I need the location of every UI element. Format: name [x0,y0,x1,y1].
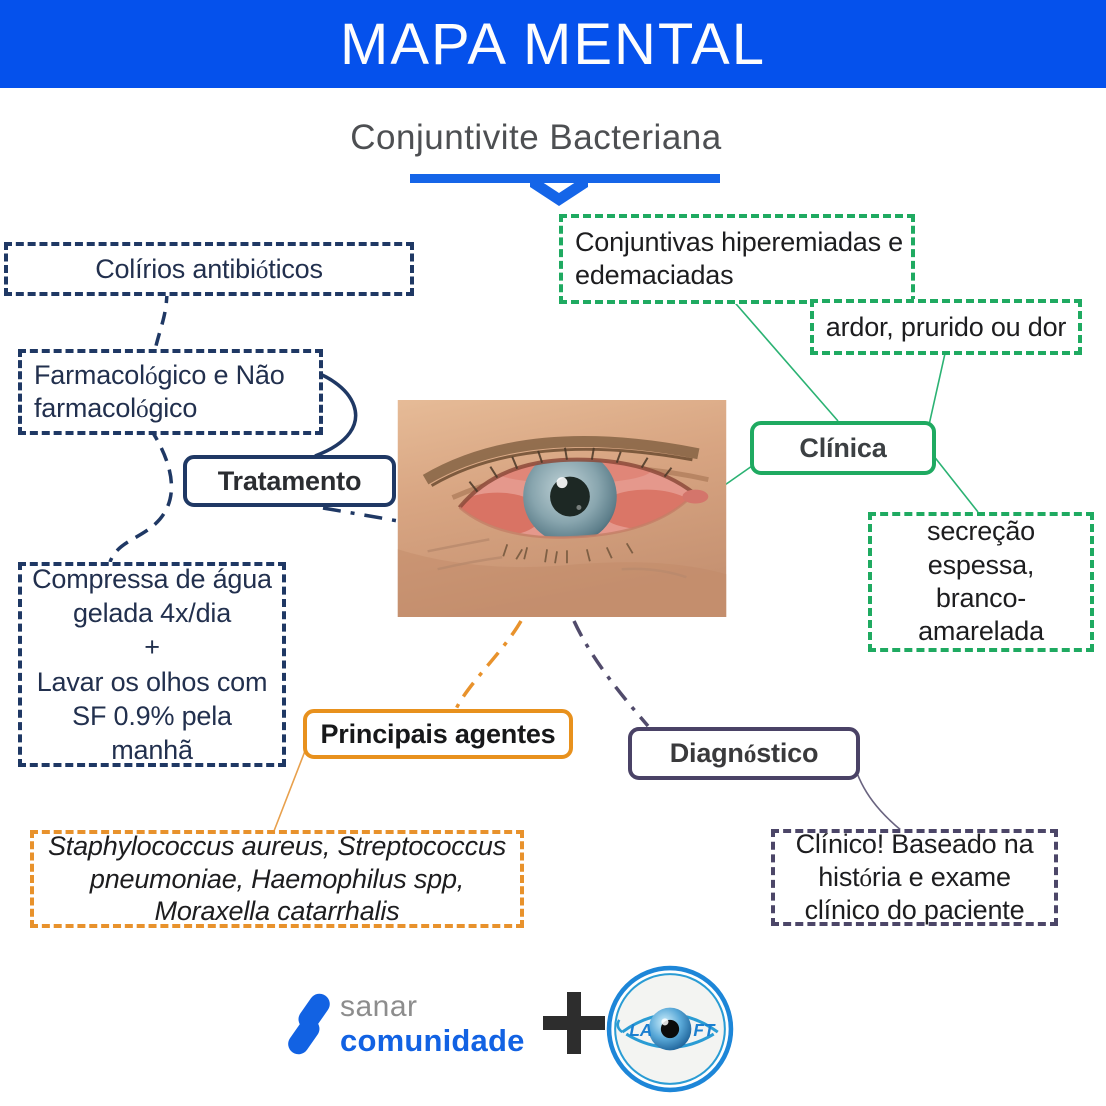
sanar-wordmark: sanar comunidade [340,990,525,1058]
connector-ardor-clinica [928,348,947,426]
map-subject-title: Conjuntivite Bacteriana [350,118,722,157]
laoft-text-la: LA [629,1020,652,1040]
connector-colirios-farmacologico [153,289,169,351]
connector-image-agentes [454,620,523,710]
node-diagnostico: Diagnóstico [628,727,860,780]
laoft-text-ft: FT [693,1020,716,1040]
leaf-compressa: Compressa de água gelada 4x/dia + Lavar … [18,562,286,767]
node-clinica: Clínica [750,421,936,475]
leaf-conjuntivas: Conjuntivas hiperemiadas e edemaciadas [559,214,915,304]
connector-clinica-secrecao [928,449,979,513]
leaf-farmacologico: Farmacológico e Não farmacológico [18,349,323,435]
page-title: MAPA MENTAL [340,11,766,77]
leaf-ardor-label: ardor, prurido ou dor [825,311,1067,342]
title-underline [410,174,720,183]
sanar-name: sanar [340,990,418,1023]
leaf-agentes-lista-label: Staphylococcus aureus, Streptococcus pne… [47,830,507,927]
leaf-secrecao: secreção espessa, branco-amarelada [868,512,1094,652]
conjunctivitis-eye-photo [397,400,727,617]
leaf-farmacologico-label: Farmacológico e Não farmacológico [34,360,285,423]
plus-icon [543,992,605,1054]
node-principais-agentes: Principais agentes [303,709,573,759]
leaf-colirios-label: Colírios antibióticos [95,253,323,284]
connector-image-diagnostico [572,620,650,728]
node-tratamento: Tratamento [183,455,396,507]
sanar-logo-icon [288,993,330,1055]
leaf-compressa-label: Compressa de água gelada 4x/dia + Lavar … [32,564,272,765]
title-chevron-icon [530,174,588,206]
node-clinica-label: Clínica [799,432,887,463]
node-diagnostico-label: Diagnóstico [669,738,819,768]
connector-farmacologico-compressa [108,427,174,563]
header-bar: MAPA MENTAL [0,0,1106,88]
leaf-ardor: ardor, prurido ou dor [810,299,1082,355]
leaf-colirios-antibioticos: Colírios antibióticos [4,242,414,296]
laoft-logo: LA FT [606,965,734,1093]
node-principais-agentes-label: Principais agentes [320,718,556,749]
connector-diagnostico-clinico [853,763,903,832]
leaf-clinico-baseado-label: Clínico! Baseado na história e exame clí… [795,829,1034,925]
leaf-secrecao-label: secreção espessa, branco-amarelada [918,516,1044,647]
leaf-conjuntivas-label: Conjuntivas hiperemiadas e edemaciadas [575,227,903,290]
leaf-clinico-baseado: Clínico! Baseado na história e exame clí… [771,829,1058,926]
leaf-agentes-lista: Staphylococcus aureus, Streptococcus pne… [30,830,524,928]
sanar-comunidade: comunidade [340,1023,525,1058]
node-tratamento-label: Tratamento [217,465,362,496]
